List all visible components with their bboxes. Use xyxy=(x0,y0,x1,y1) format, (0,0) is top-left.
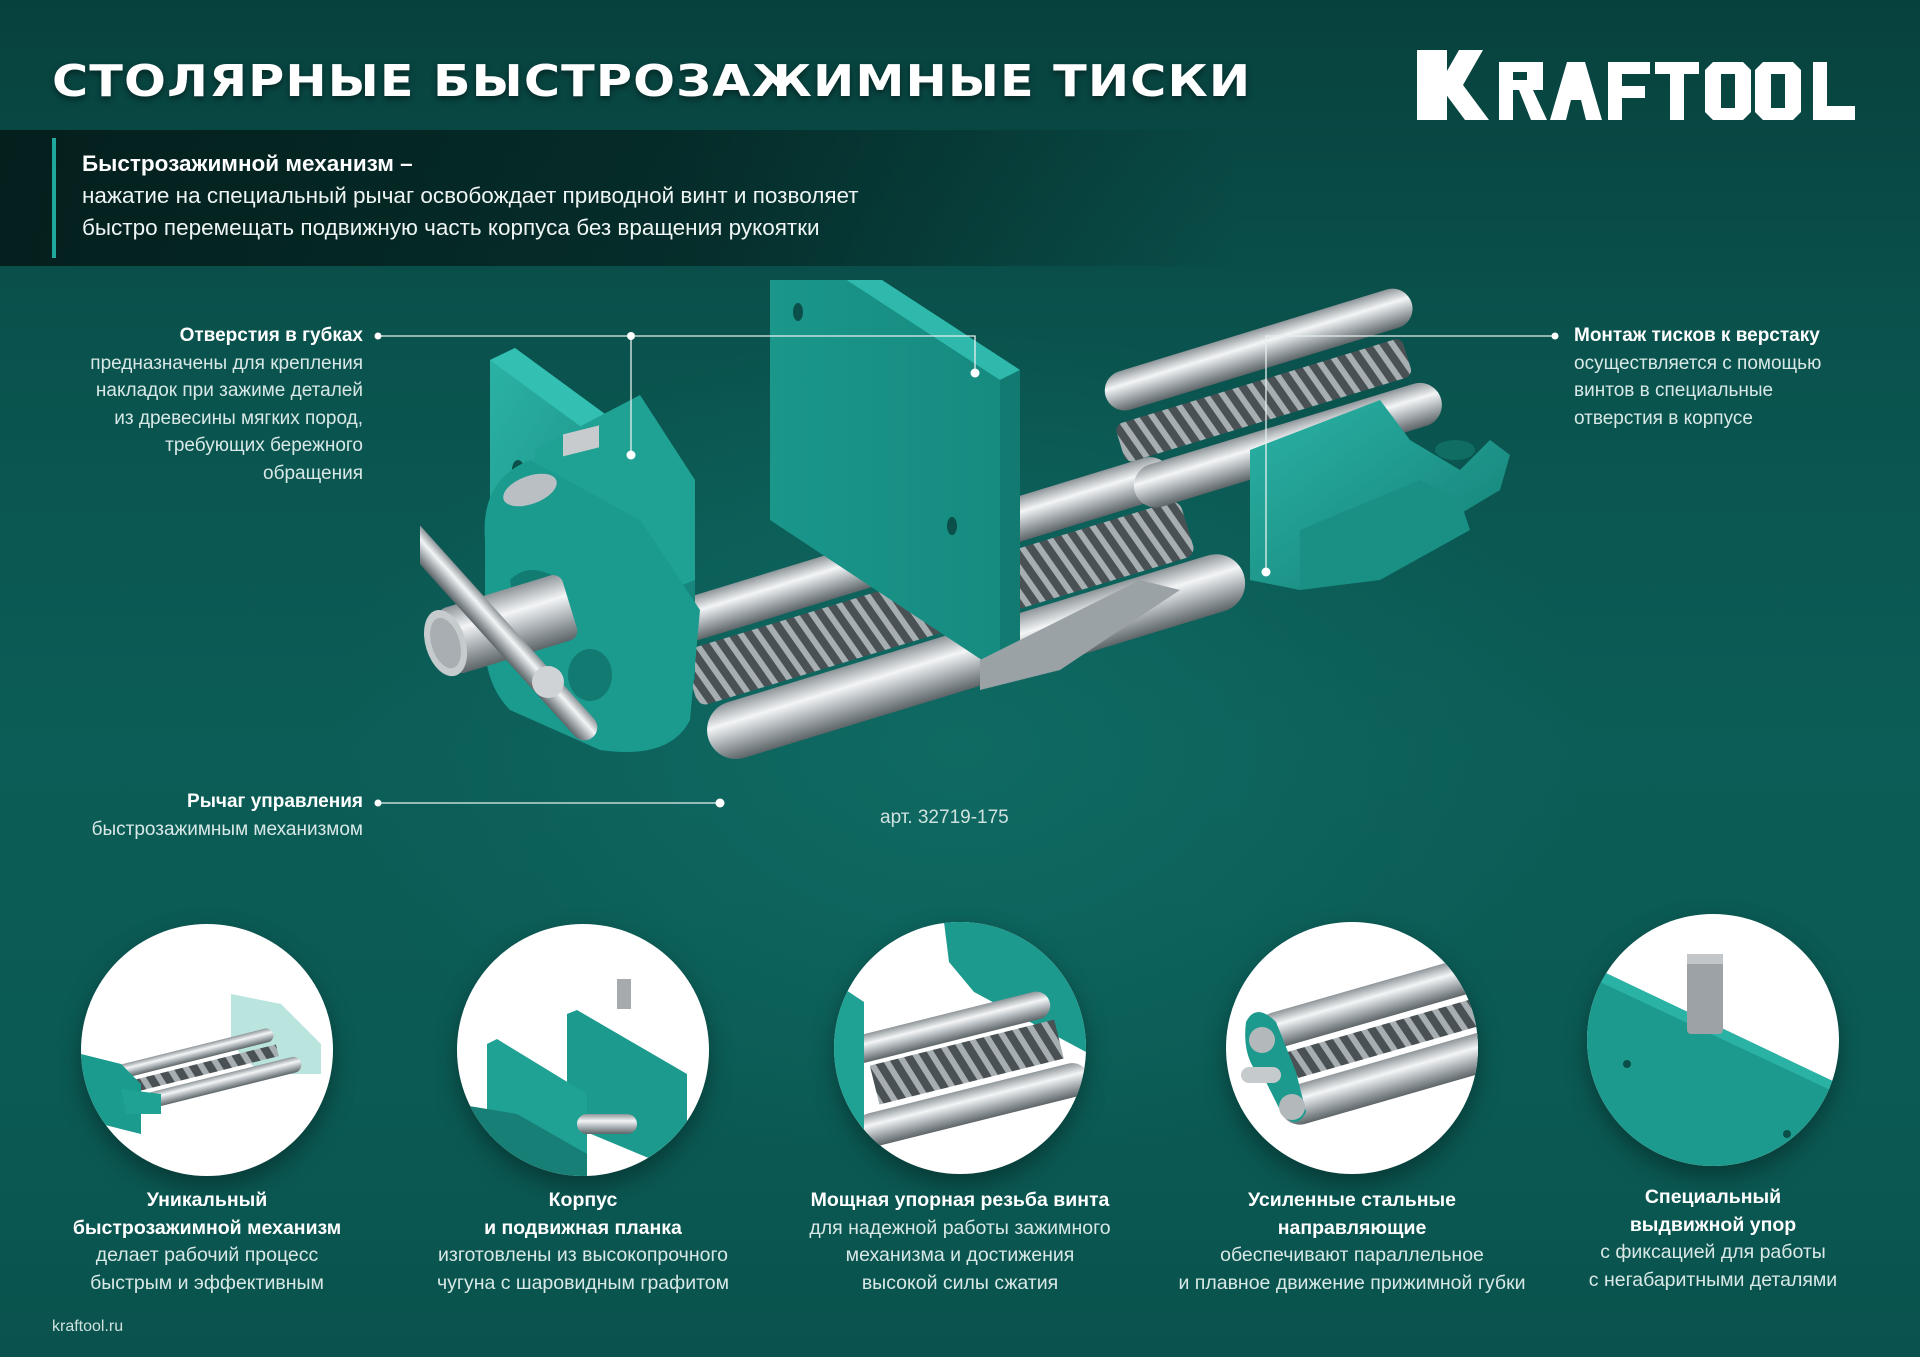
callout-title: Рычаг управления xyxy=(187,791,363,812)
callout-line: предназначены для крепления xyxy=(90,352,363,374)
body-and-jaw-icon xyxy=(457,979,687,1176)
callout-line: из древесины мягких пород, xyxy=(114,407,363,429)
quick-release-mechanism-icon xyxy=(81,994,321,1134)
page-title: СТОЛЯРНЫЕ БЫСТРОЗАЖИМНЫЕ ТИСКИ xyxy=(52,56,1252,107)
callout-line: требующих бережного xyxy=(165,435,363,456)
bench-dog-icon xyxy=(1587,954,1839,1166)
feature-line: с негабаритными деталями xyxy=(1588,1268,1838,1291)
feature-title: Специальный xyxy=(1644,1186,1782,1208)
callout-line: быстрозажимным механизмом xyxy=(91,818,363,840)
callout-line: винтов в специальные xyxy=(1574,380,1774,401)
description-line: быстро перемещать подвижную часть корпус… xyxy=(82,215,820,240)
feature-title: и подвижная планка xyxy=(484,1216,682,1239)
feature-title: выдвижной упор xyxy=(1629,1213,1797,1236)
feature-image-thread xyxy=(834,922,1086,1174)
description-band xyxy=(0,130,1240,266)
feature-image-quick-release xyxy=(81,924,333,1176)
article-number: арт. 32719-175 xyxy=(880,807,1009,828)
feature-image-body xyxy=(457,924,709,1176)
feature-line: высокой силы сжатия xyxy=(861,1271,1059,1294)
callout-title: Отверстия в губках xyxy=(179,325,363,346)
callout-line: отверстия в корпусе xyxy=(1574,407,1753,429)
feature-line: чугуна с шаровидным графитом xyxy=(436,1271,730,1294)
feature-title: Усиленные стальные xyxy=(1247,1189,1457,1211)
feature-title: направляющие xyxy=(1277,1216,1427,1239)
description-accent-bar xyxy=(52,138,56,258)
feature-line: делает рабочий процесс xyxy=(95,1244,319,1266)
feature-title: Мощная упорная резьба винта xyxy=(810,1189,1110,1211)
feature-line: механизма и достижения xyxy=(845,1244,1075,1266)
callout-line: обращения xyxy=(263,462,363,484)
feature-image-bench-dog xyxy=(1587,914,1839,1166)
feature-line: быстрым и эффективным xyxy=(90,1271,324,1294)
feature-quick-release: Уникальный быстрозажимной механизм делае… xyxy=(17,1187,397,1297)
feature-thread: Мощная упорная резьба винта для надежной… xyxy=(770,1187,1150,1297)
steel-guides-icon xyxy=(1241,958,1478,1125)
feature-line: изготовлены из высокопрочного xyxy=(438,1244,728,1266)
screw-thread-icon xyxy=(834,922,1086,1162)
feature-body: Корпус и подвижная планка изготовлены из… xyxy=(393,1187,773,1297)
feature-guides: Усиленные стальные направляющие обеспечи… xyxy=(1162,1187,1542,1297)
site-url[interactable]: kraftool.ru xyxy=(52,1318,124,1335)
description-line: нажатие на специальный рычаг освобождает… xyxy=(82,183,859,208)
feature-bench-dog: Специальный выдвижной упор с фиксацией д… xyxy=(1523,1184,1903,1294)
callout-jaw-holes: Отверстия в губках предназначены для кре… xyxy=(90,322,363,487)
feature-line: и плавное движение прижимной губки xyxy=(1178,1271,1526,1294)
feature-title: Корпус xyxy=(548,1189,618,1211)
callout-title: Монтаж тисков к верстаку xyxy=(1574,325,1820,346)
feature-title: Уникальный xyxy=(146,1189,268,1211)
callout-mounting: Монтаж тисков к верстаку осуществляется … xyxy=(1574,322,1821,432)
callout-line: осуществляется с помощью xyxy=(1574,352,1822,374)
feature-line: для надежной работы зажимного xyxy=(809,1216,1111,1239)
description-lead: Быстрозажимной механизм – xyxy=(82,151,413,176)
feature-line: обеспечивают параллельное xyxy=(1220,1244,1484,1266)
feature-title: быстрозажимной механизм xyxy=(72,1216,342,1239)
feature-line: с фиксацией для работы xyxy=(1600,1241,1826,1263)
feature-image-guides xyxy=(1226,922,1478,1174)
description: Быстрозажимной механизм – нажатие на спе… xyxy=(82,148,859,244)
callout-line: накладок при зажиме деталей xyxy=(95,380,363,401)
kraftool-logo xyxy=(1417,50,1855,120)
callout-lever: Рычаг управления быстрозажимным механизм… xyxy=(92,788,363,843)
